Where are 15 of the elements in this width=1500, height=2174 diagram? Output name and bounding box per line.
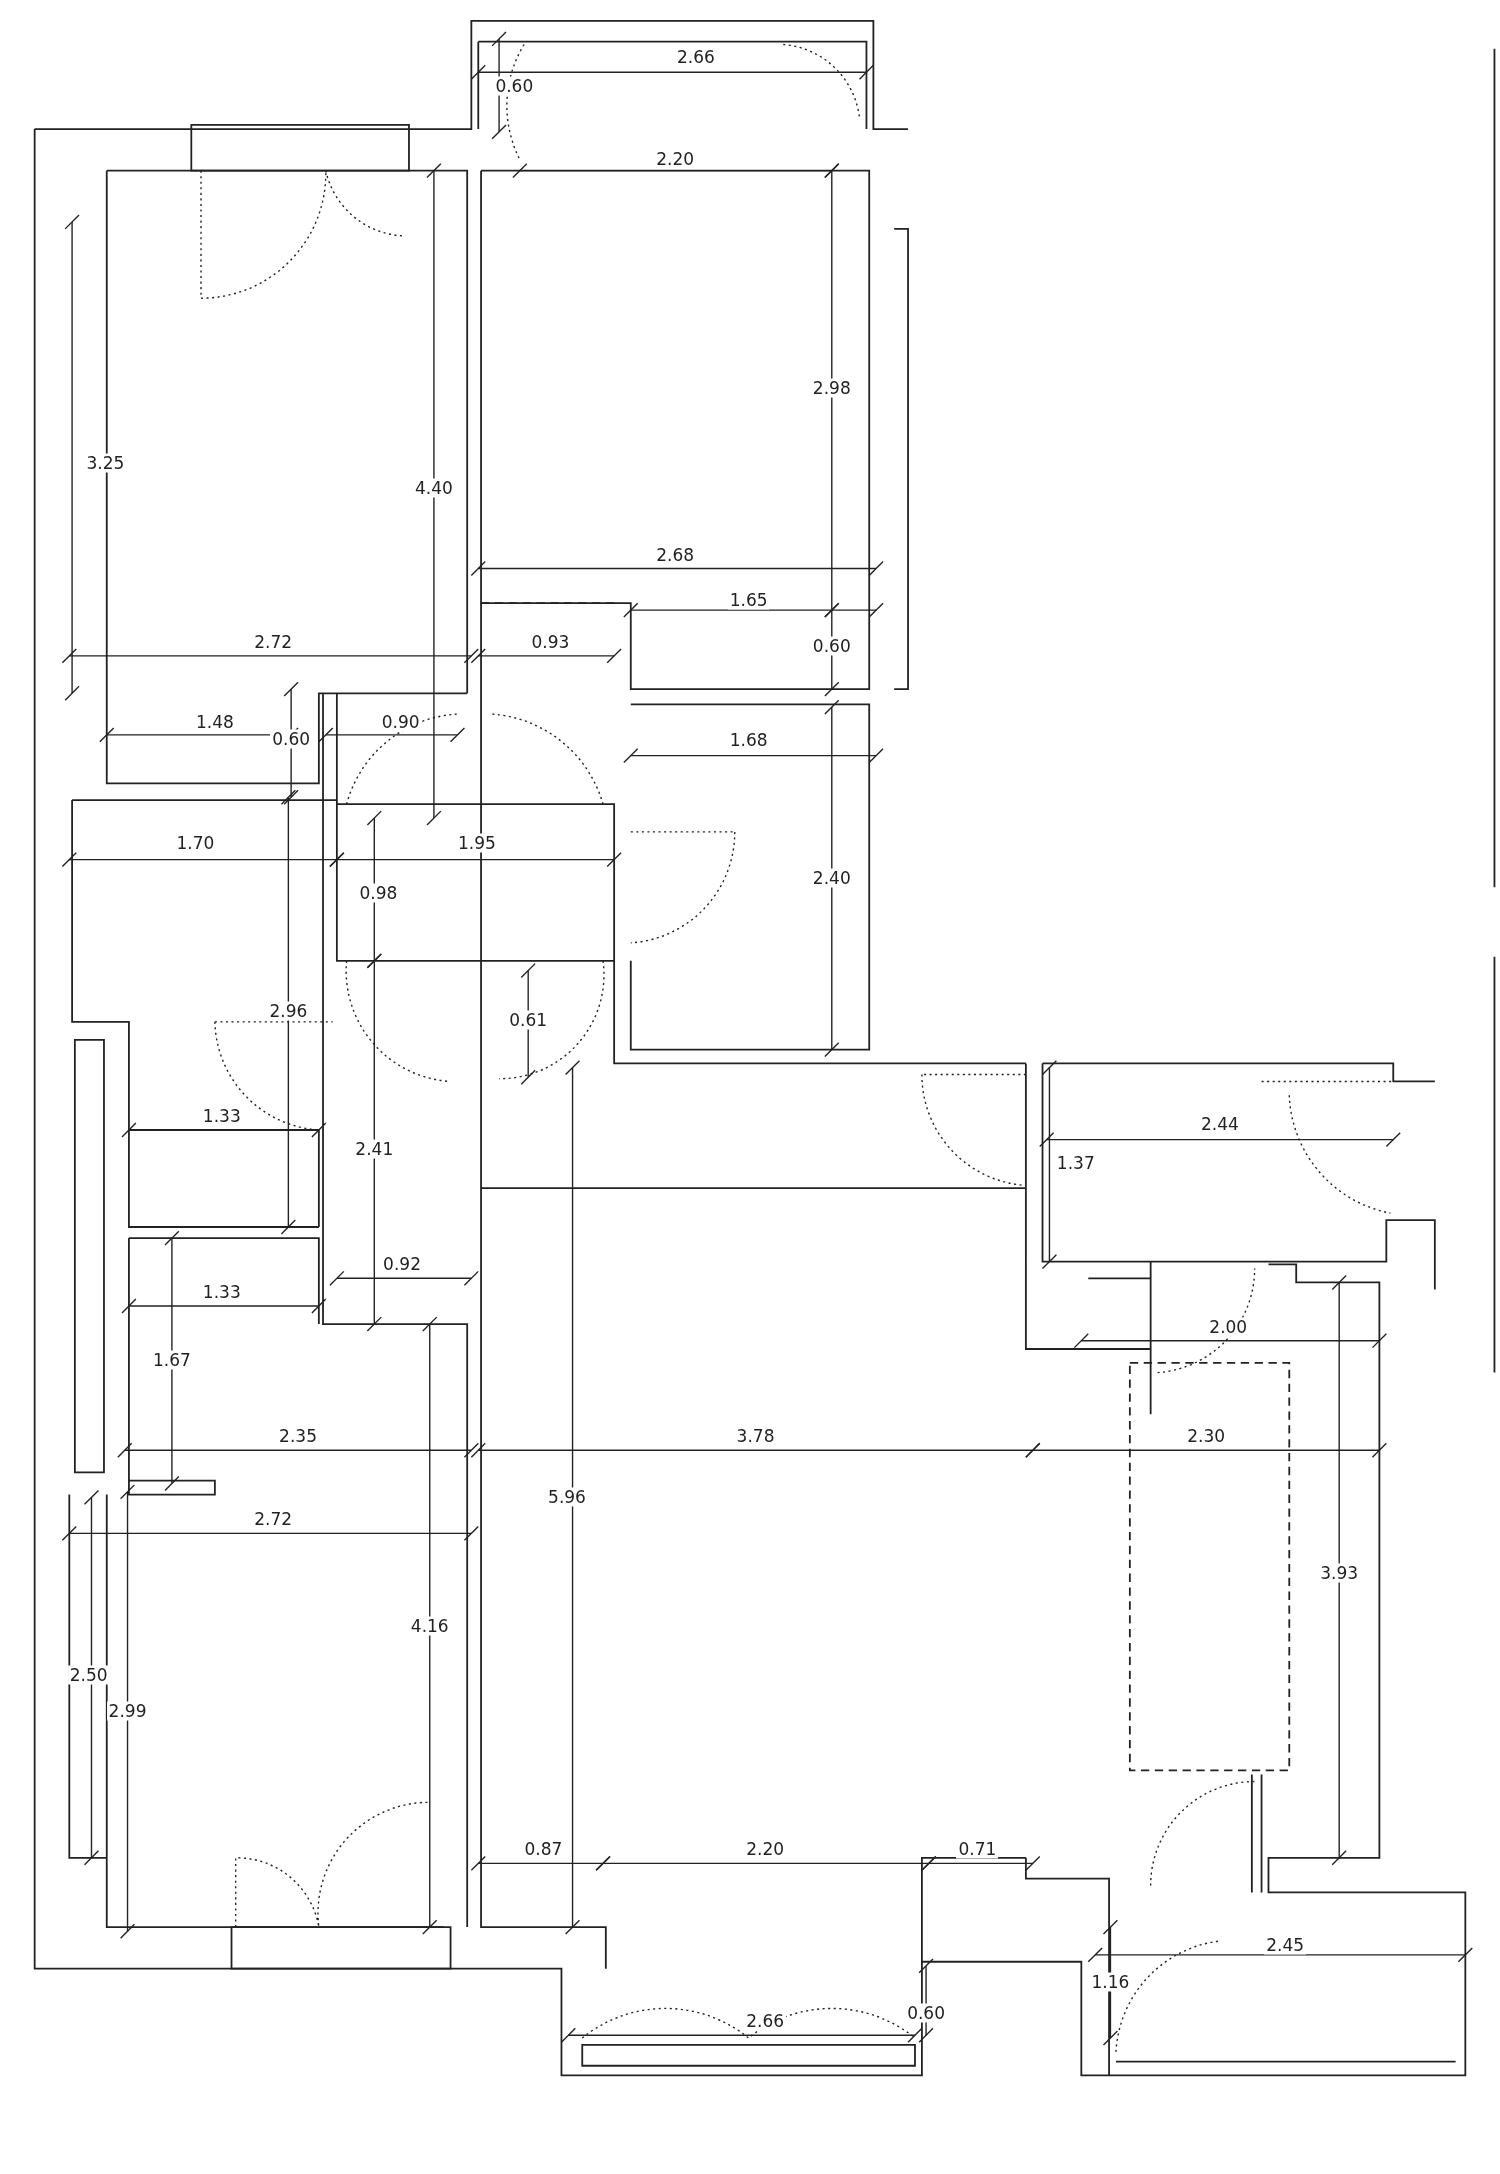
dimension-label: 0.71	[956, 1839, 999, 1859]
dimension-label: 0.60	[905, 2003, 947, 2023]
dimension-label: 2.66	[744, 2011, 787, 2031]
dimension-label: 0.90	[379, 712, 422, 732]
dimension-label: 4.40	[413, 478, 455, 498]
dimension-label: 2.45	[1264, 1935, 1307, 1955]
dimension-label: 2.96	[267, 1001, 310, 1021]
dimension-label: 2.99	[106, 1701, 149, 1721]
dimension-label: 1.65	[727, 590, 770, 610]
dimension-label: 0.60	[493, 76, 536, 96]
dimension-label: 0.98	[357, 883, 400, 903]
dimension-label: 4.16	[408, 1616, 451, 1636]
dimension-label: 5.96	[546, 1487, 588, 1507]
dimension-label: 2.50	[67, 1665, 110, 1685]
dimension-label: 0.60	[810, 636, 853, 656]
